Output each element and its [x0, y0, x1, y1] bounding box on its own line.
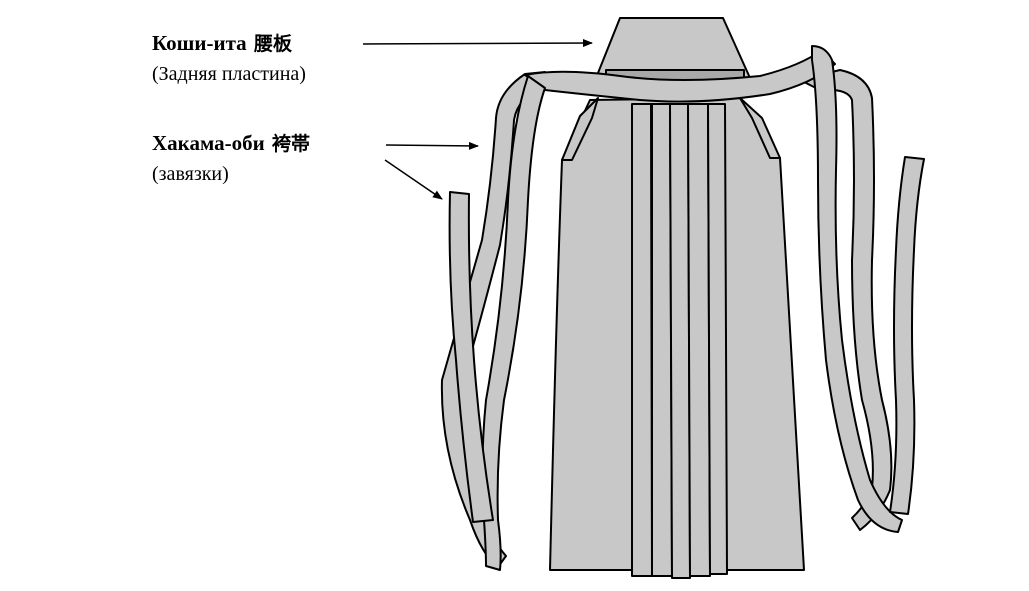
- koshi-ita-name: Коши-ита: [152, 31, 247, 55]
- himo-arrow-upper: [385, 141, 479, 150]
- koshi-ita-title: Коши-ита 腰板: [152, 33, 306, 54]
- pleat-3: [669, 103, 691, 579]
- pleat-4: [687, 103, 711, 577]
- left-front-strap: [481, 75, 546, 571]
- front-belt: [524, 49, 836, 103]
- pleat-1: [631, 103, 653, 577]
- left-side-flap: [561, 97, 599, 161]
- left-loose-strap-end: [448, 191, 494, 523]
- right-side-flap: [739, 97, 781, 159]
- himo-name: Хакама-оби: [152, 131, 265, 155]
- koshi-ita-kanji: 腰板: [253, 33, 292, 55]
- pleat-2: [651, 103, 673, 577]
- koshi-ita-arrow: [362, 39, 593, 48]
- right-back-strap: [799, 69, 893, 531]
- himo-label: Хакама-оби 袴帯 (завязки): [152, 133, 310, 185]
- himo-title: Хакама-оби 袴帯: [152, 133, 310, 154]
- himo-arrow-lower: [384, 159, 443, 200]
- himo-kanji: 袴帯: [271, 133, 310, 155]
- koshi-ita-label: Коши-ита 腰板 (Задняя пластина): [152, 33, 306, 85]
- pleat-5: [707, 103, 728, 575]
- koshi-ita-translation: (Задняя пластина): [152, 63, 306, 85]
- himo-translation: (завязки): [152, 163, 229, 185]
- right-loose-strap-end: [889, 156, 925, 515]
